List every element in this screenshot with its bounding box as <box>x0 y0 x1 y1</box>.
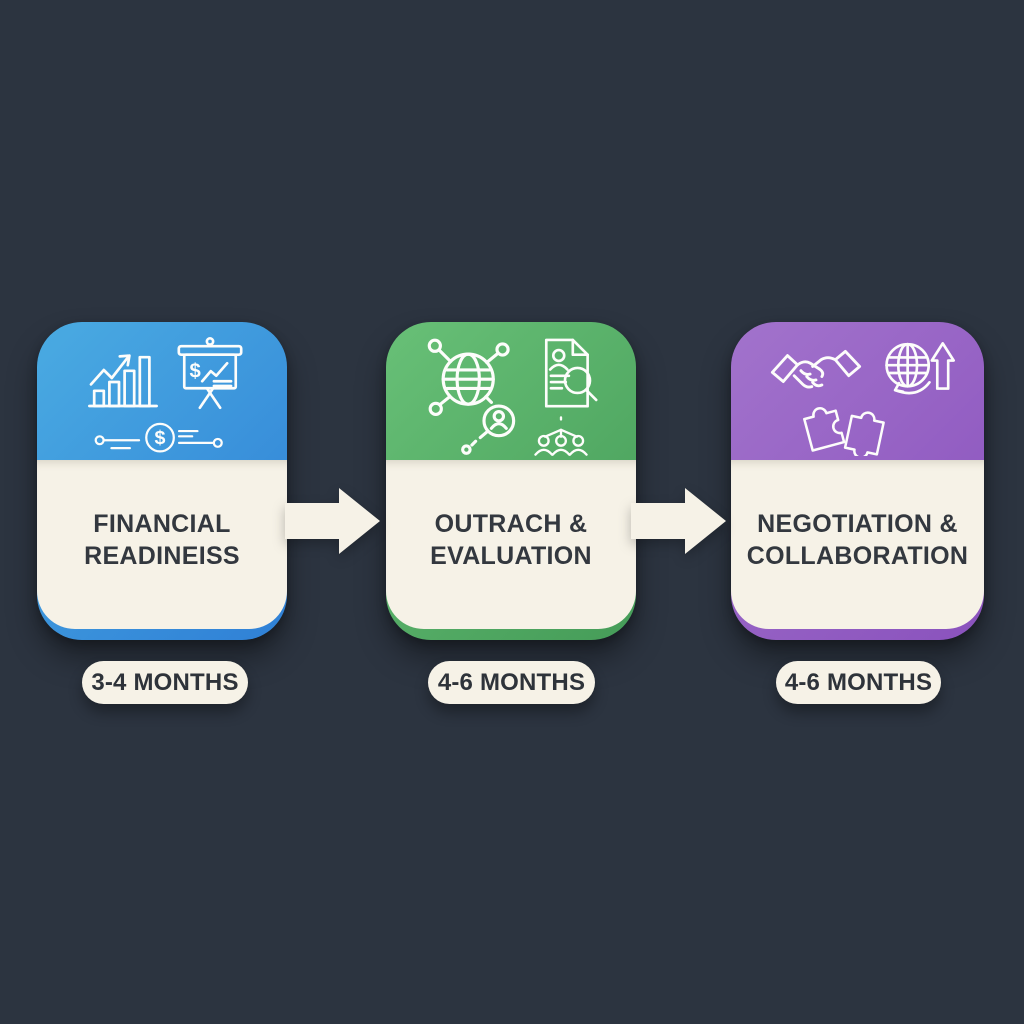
network-globe-icon <box>427 338 516 455</box>
stage-card-outreach-evaluation: OUTRACH & EVALUATION <box>386 322 636 640</box>
puzzle-pieces-icon <box>803 407 885 456</box>
stage-card-financial-readiness: $ $ FINANCIAL READINEIS <box>37 322 287 640</box>
stage3-title-line1: NEGOTIATION & <box>757 509 958 538</box>
svg-text:$: $ <box>155 427 166 449</box>
stage3-title-line2: COLLABORATION <box>746 541 969 570</box>
stage2-title-line2: EVALUATION <box>430 541 592 570</box>
stage2-icon-area <box>386 322 636 460</box>
money-timeline-icon: $ <box>94 422 223 453</box>
candidate-document-search-icon <box>544 338 598 408</box>
duration-label: 4-6 MONTHS <box>784 668 933 696</box>
arrow-right-icon <box>285 488 380 554</box>
org-chart-icon <box>534 416 588 456</box>
duration-label: 3-4 MONTHS <box>91 668 239 696</box>
arrow-right-icon <box>631 488 726 554</box>
stage2-title-panel: OUTRACH & EVALUATION <box>386 460 636 629</box>
global-growth-icon <box>885 342 955 395</box>
duration-pill-stage3: 4-6 MONTHS <box>776 661 941 704</box>
stage1-title-panel: FINANCIAL READINEISS <box>37 460 287 629</box>
duration-pill-stage2: 4-6 MONTHS <box>428 661 595 704</box>
svg-text:$: $ <box>190 360 201 382</box>
stage1-title-line1: FINANCIAL <box>93 509 231 538</box>
stage2-title-line1: OUTRACH & <box>434 509 588 538</box>
handshake-icon <box>770 349 862 389</box>
financial-presentation-icon: $ <box>177 337 243 410</box>
duration-label: 4-6 MONTHS <box>437 668 586 696</box>
stage1-icon-area: $ $ <box>37 322 287 460</box>
stage3-title-panel: NEGOTIATION & COLLABORATION <box>731 460 984 629</box>
stage1-title-line2: READINEISS <box>84 541 240 570</box>
growth-bar-chart-icon <box>88 354 158 408</box>
stage-card-negotiation-collaboration: NEGOTIATION & COLLABORATION <box>731 322 984 640</box>
stage3-icon-area <box>731 322 984 460</box>
duration-pill-stage1: 3-4 MONTHS <box>82 661 248 704</box>
